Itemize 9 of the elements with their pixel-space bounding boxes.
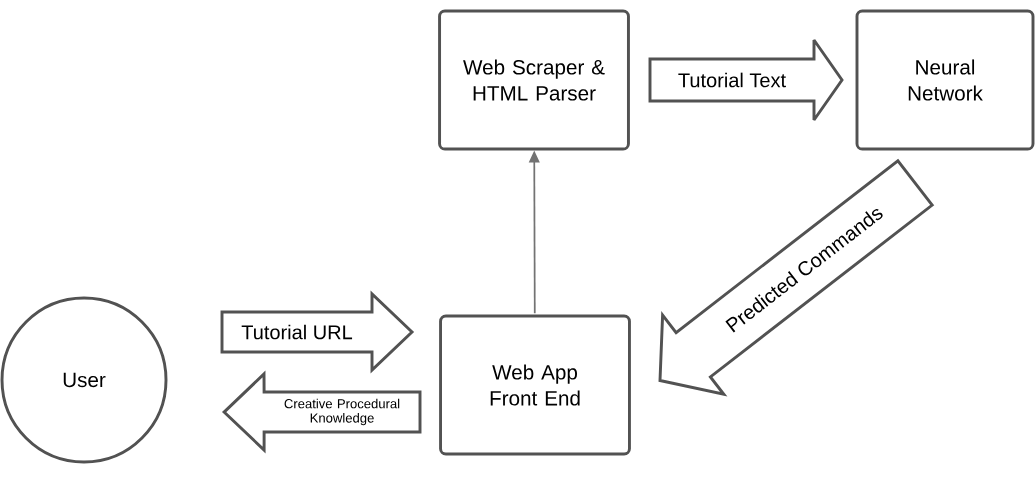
process-box: Web App Front End	[439, 314, 631, 456]
edge-label: Creative Procedural Knowledge	[284, 398, 400, 426]
edge-label: Tutorial Text	[678, 72, 786, 88]
edge-label: Tutorial URL	[241, 324, 353, 340]
process-box: Neural Network	[855, 9, 1035, 151]
block-arrow	[220, 290, 415, 374]
process-box: Web Scraper & HTML Parser	[438, 9, 630, 151]
block-arrow	[648, 38, 844, 122]
block-arrow	[222, 370, 422, 454]
